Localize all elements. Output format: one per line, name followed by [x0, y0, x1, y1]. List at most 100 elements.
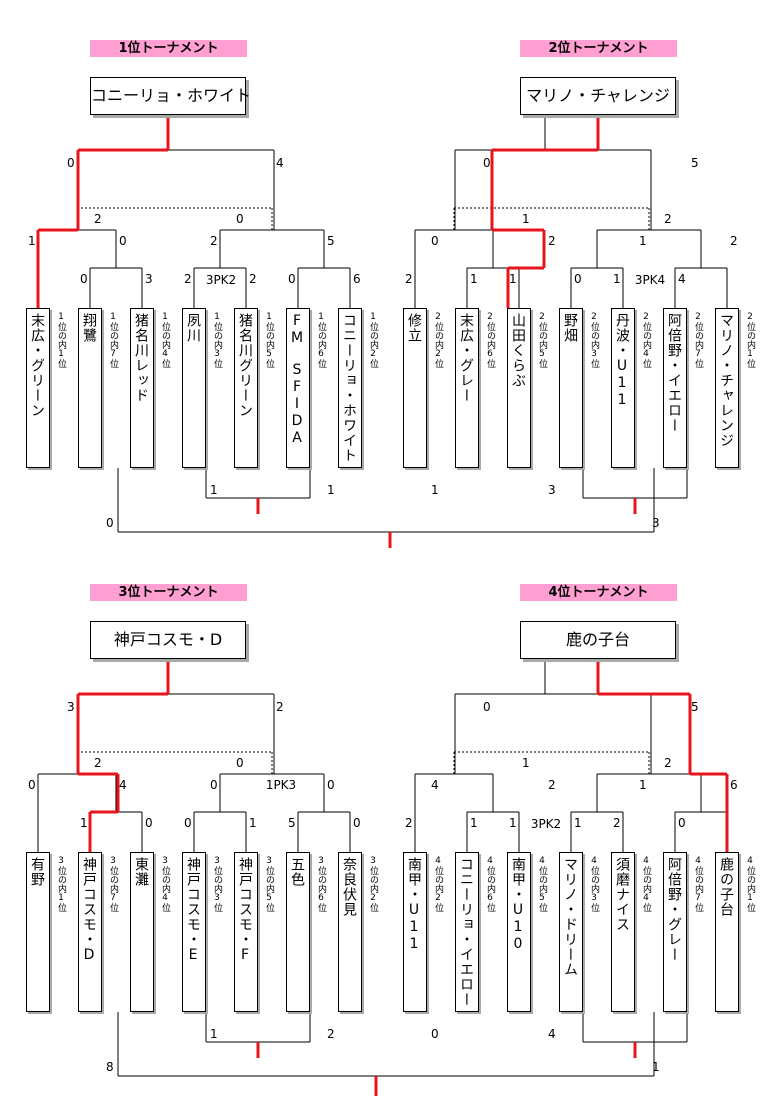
seed-label: 1位の内1位 — [56, 312, 66, 368]
score: 2 — [730, 234, 738, 248]
seed-label: 3位の内2位 — [368, 856, 378, 912]
team-box: 末広・グリーン — [26, 308, 50, 468]
pk-label: 3PK4 — [634, 273, 666, 287]
score: 0 — [353, 816, 361, 830]
pk-label: 3PK2 — [530, 817, 562, 831]
score: 0 — [288, 272, 296, 286]
team-box: 猪名川グリーン — [234, 308, 258, 468]
score: 1 — [574, 816, 582, 830]
score: 1 — [613, 272, 621, 286]
score: 1 — [509, 816, 517, 830]
pk-label: 1PK3 — [265, 778, 297, 792]
score: 0 — [119, 234, 127, 248]
team-box: FM SFIDA — [286, 308, 310, 468]
score: 2 — [327, 1027, 335, 1041]
team-box: 奈良伏見 — [338, 852, 362, 1012]
team-box: 神戸コスモ・E — [182, 852, 206, 1012]
team-box: 夙川 — [182, 308, 206, 468]
score: 1 — [80, 816, 88, 830]
seed-label: 3位の内6位 — [316, 856, 326, 912]
score: 3 — [652, 516, 660, 530]
seed-label: 3位の内5位 — [264, 856, 274, 912]
team-box: コニーリョ・イエロー — [455, 852, 479, 1012]
team-box: 南甲・U11 — [403, 852, 427, 1012]
team-box: 猪名川レッド — [130, 308, 154, 468]
score: 4 — [678, 272, 686, 286]
seed-label: 2位の内3位 — [589, 312, 599, 368]
seed-label: 2位の内7位 — [693, 312, 703, 368]
score: 2 — [664, 756, 672, 770]
seed-label: 1位の内5位 — [264, 312, 274, 368]
team-box: コニーリョ・ホワイト — [338, 308, 362, 468]
team-box: マリノ・ドリーム — [559, 852, 583, 1012]
score: 5 — [691, 700, 699, 714]
team-box: 有野 — [26, 852, 50, 1012]
seed-label: 3位の内4位 — [160, 856, 170, 912]
score: 2 — [210, 234, 218, 248]
team-box: 須磨ナイス — [611, 852, 635, 1012]
seed-label: 4位の内1位 — [745, 856, 755, 912]
seed-label: 2位の内4位 — [641, 312, 651, 368]
tournament-title: 4位トーナメント — [520, 584, 677, 601]
seed-label: 2位の内1位 — [745, 312, 755, 368]
score: 4 — [276, 156, 284, 170]
score: 2 — [184, 272, 192, 286]
score: 0 — [184, 816, 192, 830]
team-box: 修立 — [403, 308, 427, 468]
team-box: 東灘 — [130, 852, 154, 1012]
score: 0 — [145, 816, 153, 830]
winner-box: コニーリョ・ホワイト — [90, 77, 251, 115]
team-box: 野畑 — [559, 308, 583, 468]
score: 1 — [470, 272, 478, 286]
seed-label: 2位の内6位 — [485, 312, 495, 368]
score: 1 — [509, 272, 517, 286]
team-box: 丹波・U11 — [611, 308, 635, 468]
score: 0 — [431, 234, 439, 248]
score: 0 — [483, 156, 491, 170]
score: 2 — [94, 212, 102, 226]
seed-label: 4位の内2位 — [433, 856, 443, 912]
seed-label: 3位の内7位 — [108, 856, 118, 912]
score: 1 — [470, 816, 478, 830]
score: 0 — [28, 778, 36, 792]
team-box: 翔鷺 — [78, 308, 102, 468]
tournament-title: 2位トーナメント — [520, 40, 677, 57]
seed-label: 1位の内3位 — [212, 312, 222, 368]
score: 3 — [145, 272, 153, 286]
score: 1 — [522, 212, 530, 226]
team-box: 五色 — [286, 852, 310, 1012]
score: 0 — [236, 212, 244, 226]
team-box: 阿倍野・グレー — [663, 852, 687, 1012]
seed-label: 1位の内2位 — [368, 312, 378, 368]
seed-label: 1位の内6位 — [316, 312, 326, 368]
winner-box: 神戸コスモ・D — [90, 621, 246, 659]
seed-label: 4位の内4位 — [641, 856, 651, 912]
score: 4 — [119, 778, 127, 792]
score: 1 — [249, 816, 257, 830]
score: 3 — [67, 700, 75, 714]
score: 4 — [431, 778, 439, 792]
score: 0 — [431, 1027, 439, 1041]
team-box: マリノ・チャレンジ — [715, 308, 739, 468]
score: 1 — [28, 234, 36, 248]
score: 5 — [288, 816, 296, 830]
score: 2 — [276, 700, 284, 714]
team-box: 神戸コスモ・D — [78, 852, 102, 1012]
winner-box: マリノ・チャレンジ — [520, 77, 676, 115]
tournament-title: 1位トーナメント — [90, 40, 247, 57]
team-box: 神戸コスモ・F — [234, 852, 258, 1012]
score: 0 — [327, 778, 335, 792]
score: 0 — [236, 756, 244, 770]
score: 1 — [639, 778, 647, 792]
team-box: 鹿の子台 — [715, 852, 739, 1012]
score: 1 — [522, 756, 530, 770]
score: 1 — [652, 1060, 660, 1074]
score: 2 — [94, 756, 102, 770]
score: 1 — [210, 1027, 218, 1041]
winner-box: 鹿の子台 — [520, 621, 676, 659]
seed-label: 4位の内5位 — [537, 856, 547, 912]
score: 2 — [664, 212, 672, 226]
seed-label: 2位の内5位 — [537, 312, 547, 368]
seed-label: 4位の内3位 — [589, 856, 599, 912]
score: 2 — [405, 272, 413, 286]
